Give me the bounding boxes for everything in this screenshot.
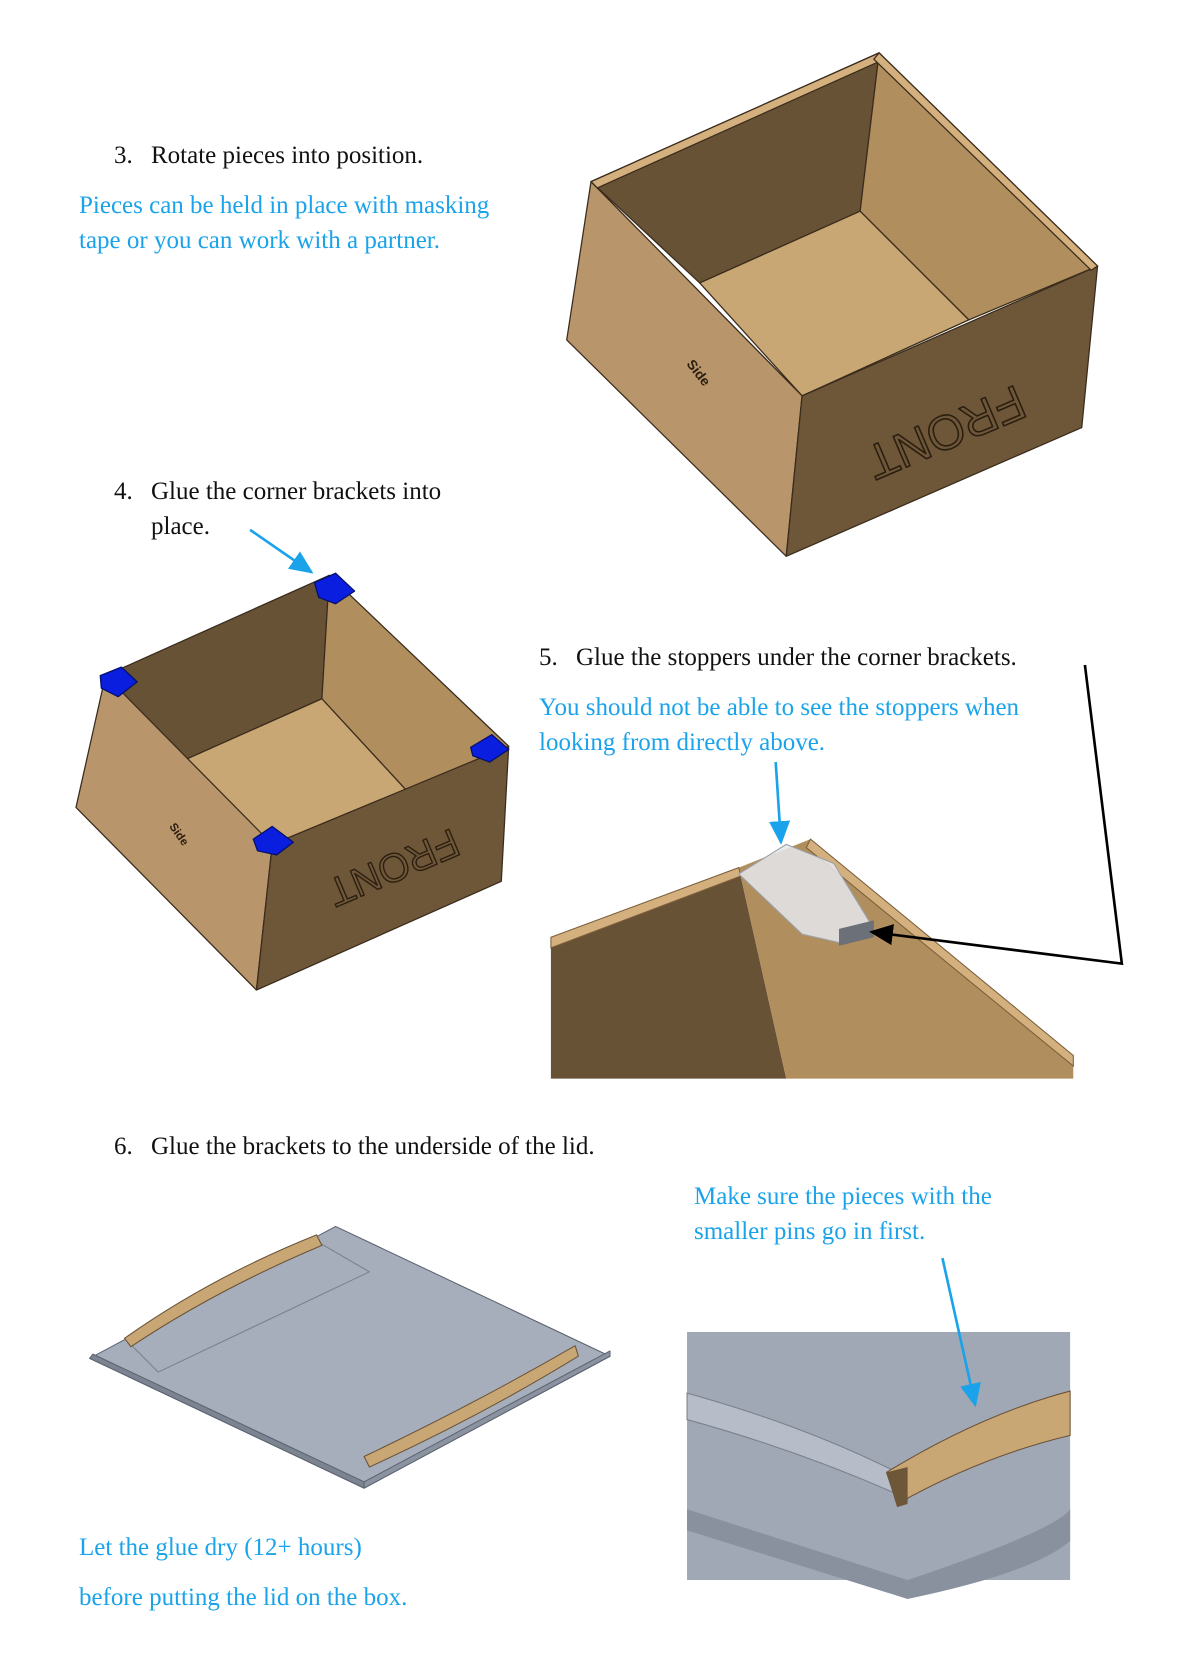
step-5-title: 5.Glue the stoppers under the corner bra… <box>539 644 1017 671</box>
step-3-note-line: tape or you can work with a partner. <box>79 227 440 254</box>
corner-bracket <box>313 572 356 605</box>
step-4-title-cont: place. <box>151 513 210 540</box>
corner-bracket <box>252 825 295 856</box>
step-6-note-line: Make sure the pieces with the <box>694 1183 992 1210</box>
step-3-title: 3.Rotate pieces into position. <box>114 142 424 169</box>
corner-bracket <box>99 666 138 698</box>
bracket-arrow <box>249 528 314 574</box>
glue-dry-note: Let the glue dry (12+ hours) <box>79 1534 362 1561</box>
lid-pin-detail-image <box>686 1331 1071 1599</box>
glue-dry-note-cont: before putting the lid on the box. <box>79 1584 408 1611</box>
stopper-pointer-line <box>869 664 1124 966</box>
step-5-note-line: You should not be able to see the stoppe… <box>539 694 1020 721</box>
lid-underside-image <box>89 1225 611 1489</box>
box-with-brackets-image: Side FRONT <box>75 572 510 991</box>
stopper-arrow <box>769 761 791 845</box>
step-6-title: 6.Glue the brackets to the underside of … <box>114 1133 595 1160</box>
step-6-note-line: smaller pins go in first. <box>694 1218 926 1245</box>
step-3-note-line: Pieces can be held in place with masking <box>79 192 490 219</box>
step-5-note-line: looking from directly above. <box>539 729 826 756</box>
pin-arrow <box>941 1257 981 1408</box>
corner-bracket <box>470 733 510 763</box>
step-4-title: 4.Glue the corner brackets into <box>114 478 442 505</box>
box-assembled-image: Side FRONT <box>566 52 1099 557</box>
stopper-detail-image <box>550 838 1074 1079</box>
